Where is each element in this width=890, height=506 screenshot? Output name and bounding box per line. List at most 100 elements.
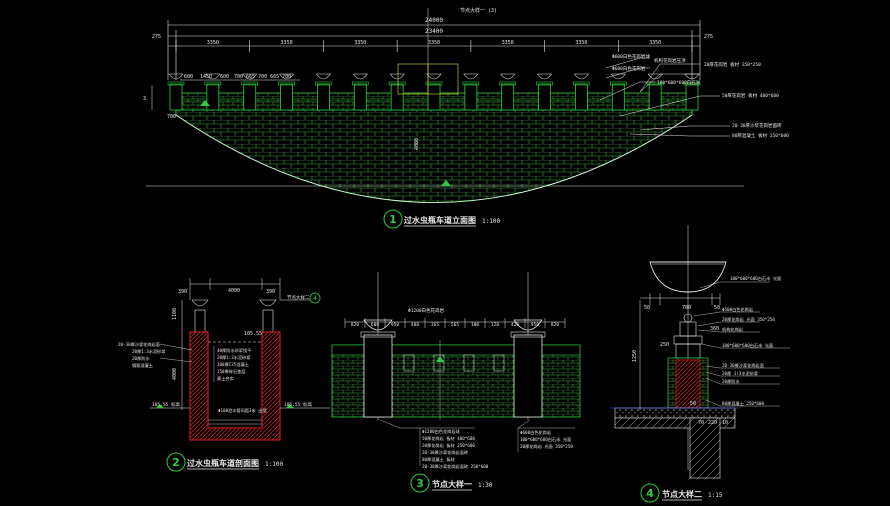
bay-dim-label: 3350 bbox=[575, 40, 587, 46]
sec-note-i1: 40厚防水砂浆找平 bbox=[217, 347, 251, 354]
detail-ref-text: 节点大样二 bbox=[287, 294, 310, 301]
sec-note-i5: 素土夯实 bbox=[217, 375, 234, 382]
pillar bbox=[315, 73, 332, 111]
section-dim-1: 390 bbox=[178, 289, 187, 295]
d3-callout-4: 20-30厚沙浆花岗岩面砖 bbox=[422, 449, 468, 456]
pillar bbox=[536, 73, 553, 111]
pillar bbox=[167, 73, 185, 111]
elev-note-8: 80厚混凝土 板材 250*600 bbox=[732, 132, 789, 139]
section-height-1: 1100 bbox=[172, 308, 178, 320]
section-elev-top: 105.55 bbox=[244, 331, 262, 337]
end-dim-right: 275 bbox=[704, 34, 713, 40]
sec-note-l1: 20-30厚沙浆花岗岩面 bbox=[118, 341, 160, 348]
d3-callout-r2: 100*600*600白石米 光面 bbox=[520, 436, 571, 443]
bay-dim-label: 3350 bbox=[649, 40, 661, 46]
d3-callout-r3: 20厚花岗岩 光面 350*250 bbox=[520, 443, 573, 450]
detail1-dim-label: 820 bbox=[351, 322, 359, 328]
section-dim-2: 4000 bbox=[228, 288, 240, 294]
sub-dim-1: 600 bbox=[184, 74, 193, 80]
detail1-dim-label: 100 bbox=[471, 322, 479, 328]
elevation-scale: 1:100 bbox=[482, 218, 500, 225]
pillar bbox=[388, 73, 406, 111]
height-label-3: 4000 bbox=[414, 138, 420, 150]
overall-dim: 24000 bbox=[425, 17, 443, 24]
pillar bbox=[204, 73, 222, 111]
d4-note-4: 机构花岗岩 bbox=[722, 326, 743, 333]
sub-dim-2: 1450 bbox=[200, 74, 212, 80]
pillar bbox=[425, 73, 443, 111]
elev-left: 105.55 标高 bbox=[152, 401, 180, 408]
d4-note-8: 20厚防水 bbox=[722, 378, 740, 385]
d4-note-9: 80厚混凝土 250*600 bbox=[722, 400, 764, 407]
elev-note-6: 50厚花岗岩 板材 400*600 bbox=[722, 92, 779, 99]
elev-note-1: Φ600白色花岗岩球 bbox=[612, 53, 650, 60]
end-dim-left: 275 bbox=[152, 34, 161, 40]
d4-dim-2: 700 bbox=[682, 305, 691, 311]
section-height-2: 4000 bbox=[172, 368, 178, 380]
detail1-dim-label: 400 bbox=[411, 322, 419, 328]
elev-note-7: 20-30厚沙浆花岗岩面砖 bbox=[732, 122, 782, 129]
height-label-2: 700 bbox=[167, 114, 176, 120]
pillar bbox=[462, 73, 480, 111]
d4-height-2: 360 bbox=[710, 326, 719, 332]
d4-note-5: 100*600*600白石米 光面 bbox=[722, 342, 773, 349]
detail1-dim-label: 420 bbox=[511, 322, 519, 328]
d4-height-3: 250 bbox=[660, 342, 669, 348]
sec-note-bottom: Φ100泄水管间距3米 出墙 bbox=[218, 407, 267, 414]
elevation-drawing: 24000 23400 275 275 3350 3350 3350 3350 3350… bbox=[143, 7, 789, 229]
detail1-dim-label: 950 bbox=[391, 322, 399, 328]
elev-note-2: Φ600白色花岗岩 bbox=[612, 65, 646, 72]
section-drawing: 390 4000 390 1100 4000 105.55 105.55 标高 … bbox=[118, 278, 330, 472]
sec-note-l4: 钢筋混凝土 bbox=[132, 362, 153, 369]
title-number-3: 3 bbox=[416, 477, 424, 490]
title-number-1: 1 bbox=[389, 213, 397, 226]
detail-one-title: 节点大样一 bbox=[432, 479, 472, 489]
sec-note-l2: 20厚1:3水泥砂浆 bbox=[132, 348, 166, 355]
d3-callout-6: 20-30厚沙浆花岗岩面砖 250*600 bbox=[422, 463, 489, 470]
elev-note-3: 机构花岗岩压顶 bbox=[654, 57, 686, 64]
d4-note-3: 20厚花岗岩 光面 350*250 bbox=[722, 316, 775, 323]
sec-note-i3: 100厚C25混凝土 bbox=[217, 361, 249, 368]
sec-note-l3: 20厚防水 bbox=[132, 355, 150, 362]
bay-dim-label: 3350 bbox=[428, 40, 440, 46]
inner-dim: 23400 bbox=[425, 28, 443, 35]
section-title: 过水虫瓶车道剖面图 bbox=[187, 458, 259, 468]
sec-note-i2: 20厚1:3水泥砂浆 bbox=[217, 354, 251, 361]
d4-dim-3: 50 bbox=[714, 305, 720, 311]
d4-dim-1: 50 bbox=[644, 305, 650, 311]
d4-note-1: 100*600*600白石米 光面 bbox=[730, 275, 781, 282]
detail1-dim-label: 600 bbox=[371, 322, 379, 328]
detail-two-scale: 1:15 bbox=[708, 492, 723, 499]
d3-callout-3: 20厚花岗岩 板材 250*600 bbox=[422, 442, 475, 449]
bay-dim-label: 3350 bbox=[207, 40, 219, 46]
pillar bbox=[241, 73, 259, 111]
elevation-title: 过水虫瓶车道立面图 bbox=[404, 215, 476, 225]
detail1-dim-label: 565 bbox=[451, 322, 459, 328]
detail1-dim-label: 820 bbox=[551, 322, 559, 328]
detail1-dim-label: 950 bbox=[531, 322, 539, 328]
pillar bbox=[646, 73, 664, 111]
height-label-1: 3 bbox=[143, 96, 146, 102]
elev-note-5: 100*600*600白石米 bbox=[657, 79, 701, 86]
sec-note-i4: 150厚碎石垫层 bbox=[217, 368, 246, 375]
detail-tag: 节点大样一 (3) bbox=[460, 7, 497, 14]
detail-two-title: 节点大样二 bbox=[662, 489, 702, 499]
section-dim-3: 390 bbox=[266, 289, 275, 295]
bay-dim-label: 3350 bbox=[281, 40, 293, 46]
sub-dim-3: 600 bbox=[220, 74, 229, 80]
d4-height-5: 70 bbox=[698, 420, 704, 426]
d3-callout-2: 50厚花岗岩 板材 400*600 bbox=[422, 435, 475, 442]
d4-height-4: 50 bbox=[690, 401, 696, 407]
title-number-2: 2 bbox=[172, 456, 180, 469]
section-scale: 1:100 bbox=[265, 461, 283, 468]
pillar bbox=[351, 73, 369, 111]
bay-dim-label: 3350 bbox=[502, 40, 514, 46]
sub-dim-4: 700 665 700 665 700 bbox=[234, 74, 291, 80]
d4-note-7: 20厚 1:3水泥砂浆 bbox=[722, 370, 759, 377]
detail-two-drawing: 50 700 50 1250 360 250 50 70 220 10 bbox=[610, 225, 790, 503]
d4-note-6: 20-30厚沙浆花岗岩面 bbox=[722, 362, 764, 369]
pillar bbox=[573, 73, 590, 111]
d4-height-6: 220 bbox=[708, 420, 717, 426]
detail1-dim-label: 120 bbox=[491, 322, 499, 328]
bay-dim-label: 3350 bbox=[354, 40, 366, 46]
